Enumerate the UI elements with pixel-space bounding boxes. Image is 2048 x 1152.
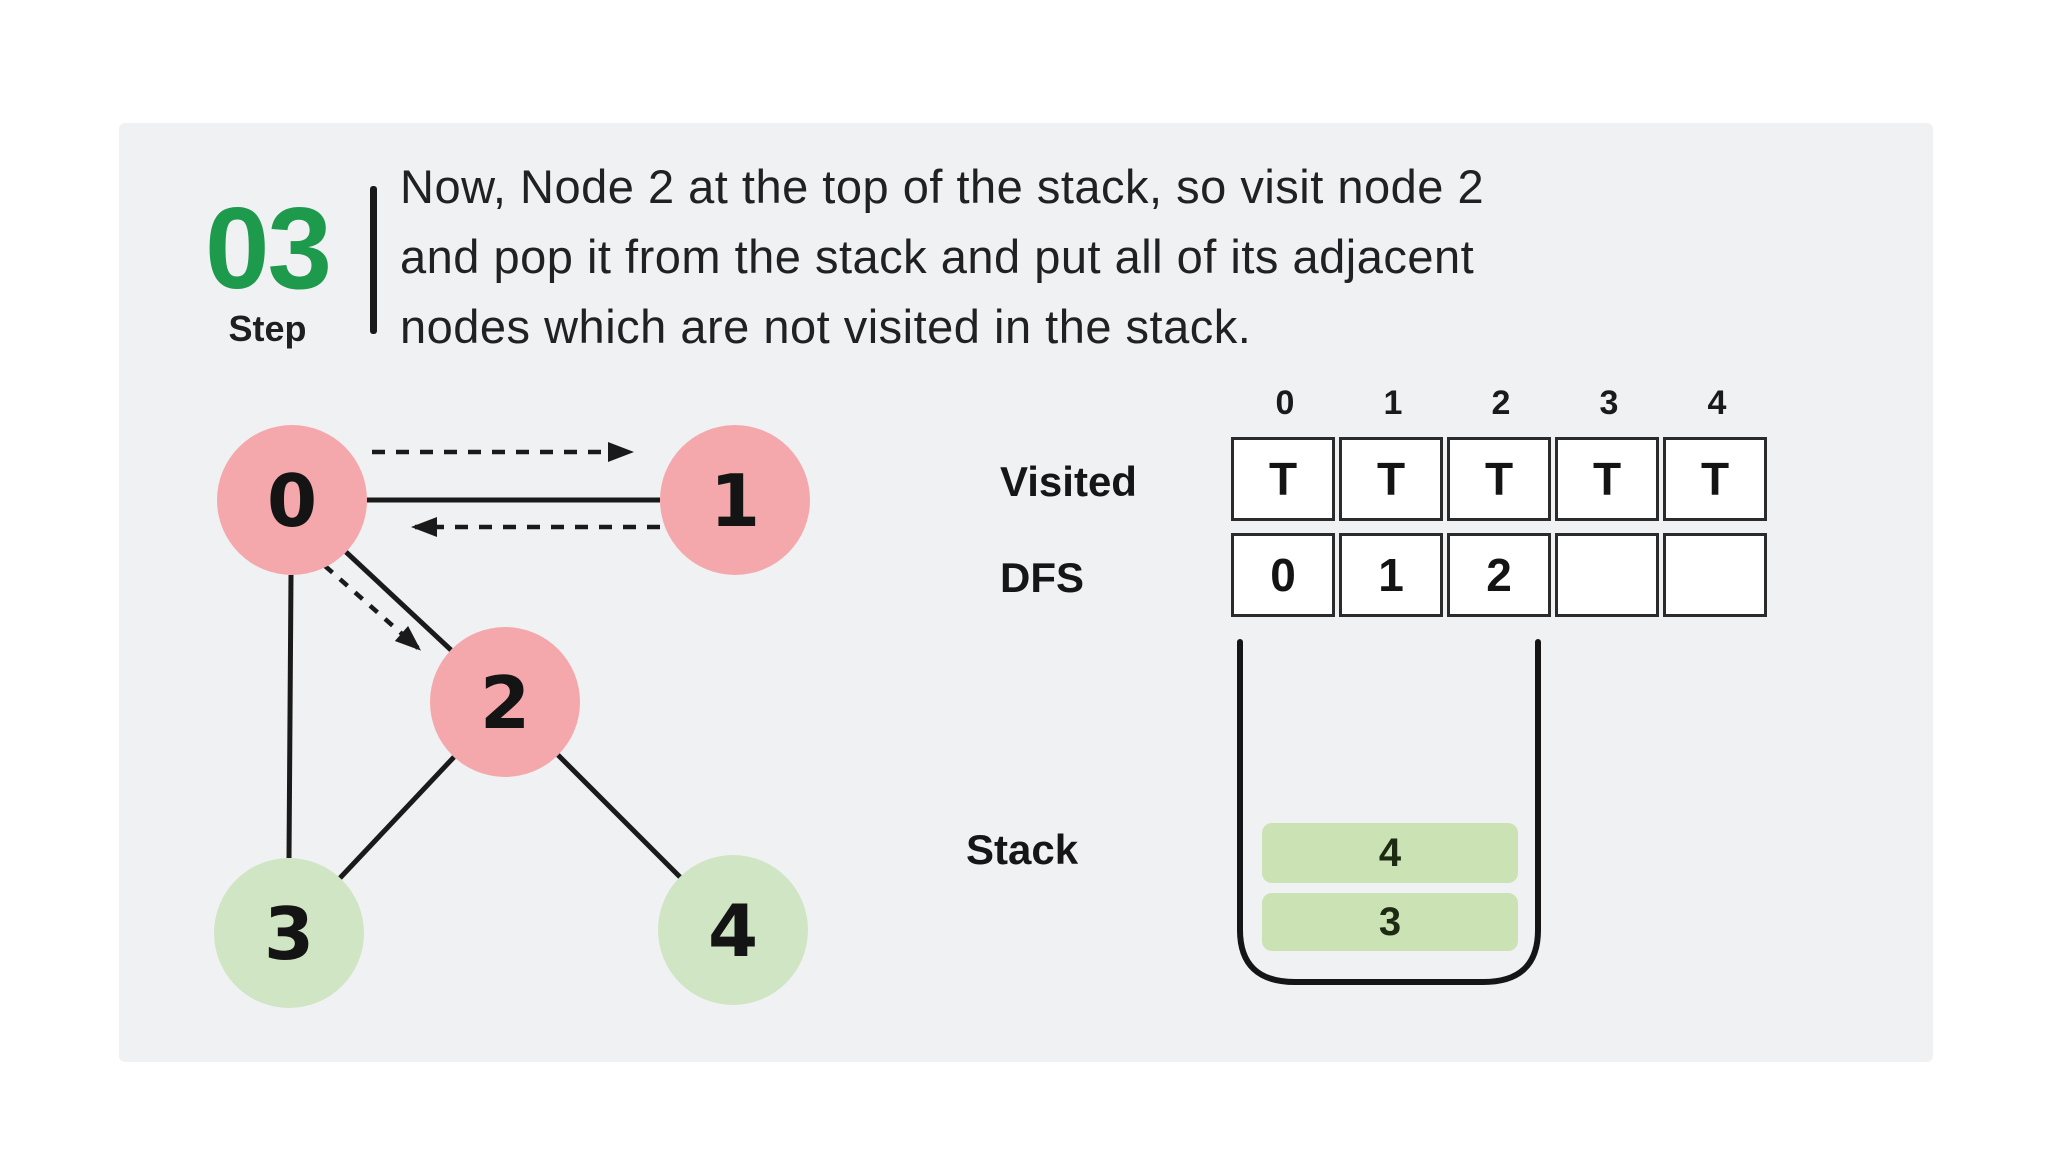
index-header-2: 2 bbox=[1491, 384, 1511, 422]
edge-2-3-solid bbox=[338, 755, 456, 880]
dfs-cell-3 bbox=[1555, 533, 1659, 617]
node-4 bbox=[658, 855, 808, 1005]
edge-0-3-solid bbox=[286, 574, 294, 859]
node-2-label: 2 bbox=[480, 661, 530, 745]
index-header-1: 1 bbox=[1383, 384, 1403, 422]
edge-0-2-solid bbox=[344, 550, 453, 652]
dfs-cell-2: 2 bbox=[1447, 533, 1551, 617]
dfs-table: 0 1 2 bbox=[1231, 533, 1767, 617]
index-header-4: 4 bbox=[1707, 384, 1727, 422]
visited-cell-3: T bbox=[1555, 437, 1659, 521]
stack-container bbox=[1237, 639, 1541, 985]
node-0 bbox=[217, 425, 367, 575]
visited-cell-4: T bbox=[1663, 437, 1767, 521]
visited-cell-2: T bbox=[1447, 437, 1551, 521]
traversal-arrow-0-to-2 bbox=[323, 564, 422, 651]
step-number: 03 bbox=[204, 183, 332, 313]
node-3-label: 3 bbox=[264, 892, 314, 976]
dfs-cell-1: 1 bbox=[1339, 533, 1443, 617]
visited-cell-0: T bbox=[1231, 437, 1335, 521]
step-description-line-1: Now, Node 2 at the top of the stack, so … bbox=[400, 160, 1485, 213]
index-header-0: 0 bbox=[1275, 384, 1295, 422]
edge-2-4-solid bbox=[556, 753, 682, 879]
index-header-3: 3 bbox=[1599, 384, 1619, 422]
step-divider bbox=[370, 186, 377, 334]
step-block: 03 Step bbox=[175, 190, 360, 350]
node-1-label: 1 bbox=[710, 459, 760, 543]
visited-cell-1: T bbox=[1339, 437, 1443, 521]
node-2 bbox=[430, 627, 580, 777]
stack-item-top: 4 bbox=[1262, 823, 1518, 883]
node-3 bbox=[214, 858, 364, 1008]
stack-item-bottom: 3 bbox=[1262, 893, 1518, 951]
dfs-cell-0: 0 bbox=[1231, 533, 1335, 617]
dfs-row-label: DFS bbox=[1000, 554, 1084, 601]
node-0-label: 0 bbox=[267, 459, 317, 543]
visited-row-label: Visited bbox=[1000, 458, 1137, 505]
step-label: Step bbox=[228, 308, 307, 349]
step-description-line-3: nodes which are not visited in the stack… bbox=[400, 300, 1252, 353]
node-1 bbox=[660, 425, 810, 575]
dfs-cell-4 bbox=[1663, 533, 1767, 617]
visited-table: T T T T T bbox=[1231, 437, 1767, 521]
node-4-label: 4 bbox=[708, 889, 758, 973]
step-description: Now, Node 2 at the top of the stack, so … bbox=[400, 152, 1900, 362]
stack-label: Stack bbox=[966, 826, 1079, 873]
step-description-line-2: and pop it from the stack and put all of… bbox=[400, 230, 1475, 283]
index-header-row: 0 1 2 3 4 bbox=[1231, 384, 1771, 423]
